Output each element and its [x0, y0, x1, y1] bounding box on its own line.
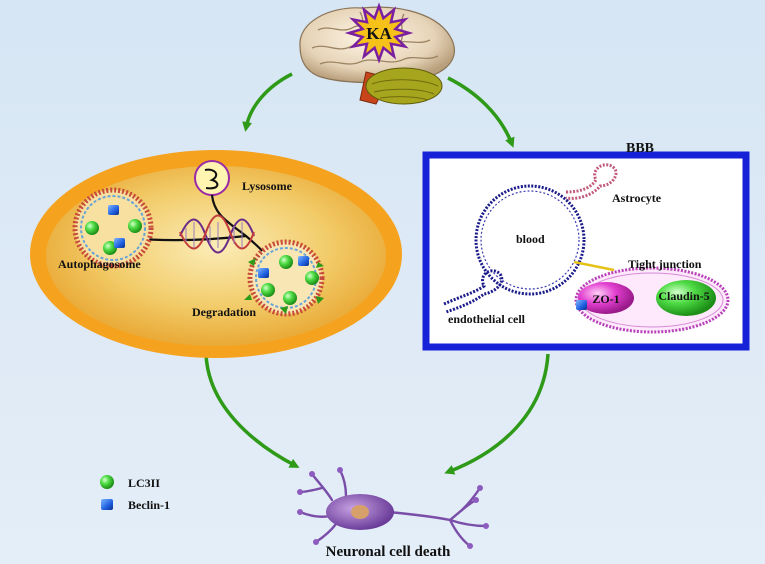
tight-junction-label: Tight junction: [628, 257, 702, 271]
claudin5-label: Claudin-5: [658, 289, 709, 303]
neuron-icon: [297, 467, 489, 549]
endothelial-label: endothelial cell: [448, 312, 526, 326]
autophagosome-label: Autophagosome: [58, 257, 141, 271]
astrocyte-label: Astrocyte: [612, 191, 662, 205]
arrow-autophagy-to-neuron: [204, 353, 300, 468]
lysosome-icon: [194, 160, 230, 196]
lysosome-label: Lysosome: [242, 179, 293, 193]
autophagosome-icon: [72, 187, 154, 269]
legend-lc3ii-label: LC3II: [128, 476, 160, 490]
autophagy-cell: Lysosome Autophagosome: [30, 150, 402, 358]
bbb-title: BBB: [626, 141, 654, 156]
blood-vessel-icon: [474, 184, 586, 296]
ka-star-icon: KA: [344, 2, 414, 64]
dna-helix-icon: [179, 214, 255, 254]
arrow-brain-to-autophagy: [242, 72, 293, 132]
ka-label: KA: [366, 24, 392, 43]
arrow-brain-to-bbb: [447, 76, 515, 148]
degradation-label: Degradation: [192, 305, 256, 319]
neuronal-death-label: Neuronal cell death: [326, 544, 451, 560]
legend-beclin1-label: Beclin-1: [128, 498, 170, 512]
zo1-label: ZO-1: [592, 292, 619, 306]
endothelial-cell-icon: [443, 269, 504, 314]
bbb-panel: BBB Astrocyte blood endothelial cell Tig…: [422, 141, 750, 351]
arrow-bbb-to-neuron: [444, 353, 550, 475]
astrocyte-icon: [565, 163, 618, 200]
claudin5-icon: [656, 280, 716, 316]
legend-lc3ii-icon: [100, 475, 114, 489]
blood-label: blood: [516, 232, 545, 246]
legend-beclin1-icon: [101, 499, 113, 510]
degradation-vesicle-icon: [244, 239, 325, 317]
legend: LC3II Beclin-1: [100, 475, 170, 512]
zo1-icon: [576, 282, 634, 314]
